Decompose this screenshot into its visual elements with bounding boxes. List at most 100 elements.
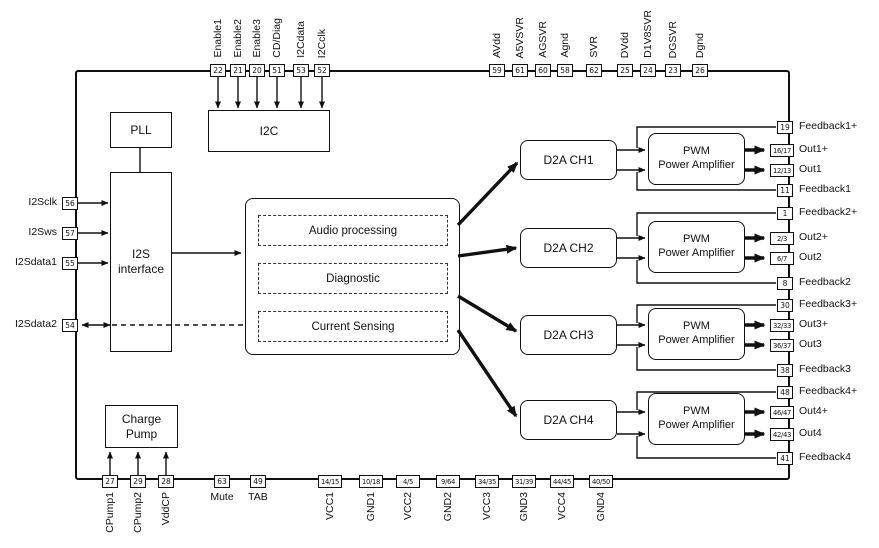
- pin-label: GND2: [442, 492, 454, 522]
- pin-label: DVdd: [619, 31, 631, 58]
- block-label: D2A CH4: [543, 412, 594, 427]
- pin-number-box: 14/15: [318, 475, 342, 488]
- pin-number-box: 56: [62, 197, 78, 210]
- pin-number-box: 28: [158, 475, 174, 488]
- pin-number-box: 30: [777, 299, 793, 312]
- block-i2s-interface: I2S interface: [110, 172, 172, 352]
- block-pwm-amplifier-ch1: PWM Power Amplifier: [648, 133, 745, 185]
- block-d2a-ch1: D2A CH1: [520, 140, 617, 180]
- pin-label: GND3: [518, 492, 530, 522]
- pin-label: Out3: [799, 338, 822, 350]
- pin-number-box: 21: [230, 64, 246, 77]
- pin-label: Agnd: [559, 33, 571, 58]
- pin-number-box: 57: [62, 227, 78, 240]
- pin-label: I2Cclk: [316, 28, 328, 58]
- pin-number-box: 32/33: [770, 319, 794, 332]
- pin-label: D1V8SVR: [642, 10, 654, 58]
- block-label: PWM: [683, 145, 710, 158]
- block-label: PLL: [130, 122, 152, 137]
- pin-label: Mute: [210, 491, 234, 503]
- pin-number-box: 31/39: [512, 475, 536, 488]
- block-label: Power Amplifier: [658, 159, 735, 171]
- pin-label: Feedback1: [799, 183, 851, 195]
- block-charge-pump: Charge Pump: [105, 405, 178, 448]
- pin-label: Out1: [799, 163, 822, 175]
- pin-label: I2Sws: [28, 226, 57, 238]
- block-label: Power Amplifier: [658, 247, 735, 259]
- block-current-sensing: Current Sensing: [258, 311, 448, 342]
- pin-number-box: 22: [210, 64, 226, 77]
- pin-number-box: 10/18: [359, 475, 383, 488]
- pin-label: Out2+: [799, 231, 828, 243]
- pin-label: Enable3: [251, 19, 263, 58]
- pin-number-box: 49: [250, 475, 266, 488]
- pin-label: VCC3: [481, 492, 493, 521]
- pin-number-box: 48: [777, 386, 793, 399]
- block-pll: PLL: [110, 112, 172, 148]
- block-diagnostic: Diagnostic: [258, 263, 448, 294]
- pin-number-box: 63: [214, 475, 230, 488]
- block-core: [245, 198, 460, 355]
- pin-number-box: 23: [665, 64, 681, 77]
- pin-label: Enable1: [212, 19, 224, 58]
- pin-number-box: 4/5: [396, 475, 420, 488]
- pin-label: Feedback4+: [799, 385, 858, 397]
- block-audio-processing: Audio processing: [258, 215, 448, 246]
- block-d2a-ch3: D2A CH3: [520, 315, 617, 355]
- pin-number-box: 61: [512, 64, 528, 77]
- block-pwm-amplifier-ch4: PWM Power Amplifier: [648, 393, 745, 445]
- pin-number-box: 11: [777, 184, 793, 197]
- pin-label: GND1: [365, 492, 377, 522]
- pin-label: CPump2: [132, 492, 144, 533]
- pin-number-box: 59: [489, 64, 505, 77]
- pin-number-box: 9/64: [436, 475, 460, 488]
- pin-number-box: 58: [557, 64, 573, 77]
- pin-label: I2Sclk: [28, 196, 57, 208]
- block-label: Pump: [125, 426, 158, 441]
- pin-label: CPump1: [104, 492, 116, 533]
- block-pwm-amplifier-ch3: PWM Power Amplifier: [648, 308, 745, 360]
- pin-label: VCC4: [556, 492, 568, 521]
- pin-label: GND4: [595, 492, 607, 522]
- pin-label: Out4: [799, 427, 822, 439]
- pin-label: DGSVR: [667, 20, 679, 58]
- pin-label: AVdd: [491, 33, 503, 58]
- block-i2c: I2C: [208, 110, 330, 152]
- pin-label: VddCP: [160, 492, 172, 526]
- pin-number-box: 52: [314, 64, 330, 77]
- pin-number-box: 12/13: [770, 164, 794, 177]
- block-label: D2A CH3: [543, 327, 594, 342]
- pin-label: A5VSVR: [514, 16, 526, 58]
- pin-number-box: 55: [62, 257, 78, 270]
- pin-number-box: 36/37: [770, 339, 794, 352]
- pin-label: Dgnd: [694, 32, 706, 58]
- pin-number-box: 26: [692, 64, 708, 77]
- block-label: Power Amplifier: [658, 419, 735, 431]
- block-label: Charge: [121, 411, 162, 426]
- pin-label: Enable2: [232, 19, 244, 58]
- pin-label: Feedback2+: [799, 206, 858, 218]
- pin-number-box: 29: [130, 475, 146, 488]
- pin-label: Out4+: [799, 405, 828, 417]
- pin-label: VCC2: [402, 492, 414, 521]
- pin-number-box: 27: [102, 475, 118, 488]
- block-label: Audio processing: [308, 224, 398, 237]
- pin-label: CD/Diag: [271, 18, 283, 58]
- block-label: I2S: [131, 247, 150, 261]
- pin-label: Feedback3: [799, 363, 851, 375]
- pin-label: I2Sdata1: [14, 256, 57, 268]
- block-label: I2C: [259, 123, 279, 138]
- pin-label: AGSVR: [537, 21, 549, 58]
- pin-number-box: 8: [777, 277, 793, 290]
- pin-number-box: 46/47: [770, 406, 794, 419]
- pin-number-box: 25: [617, 64, 633, 77]
- pin-number-box: 24: [640, 64, 656, 77]
- block-label: PWM: [683, 233, 710, 246]
- pin-label: Out2: [799, 251, 822, 263]
- pin-number-box: 51: [269, 64, 285, 77]
- pin-number-box: 6/7: [770, 252, 794, 265]
- pin-number-box: 41: [777, 452, 793, 465]
- pin-label: TAB: [248, 491, 268, 503]
- pin-label: Feedback1+: [799, 120, 858, 132]
- pin-label: Feedback2: [799, 276, 851, 288]
